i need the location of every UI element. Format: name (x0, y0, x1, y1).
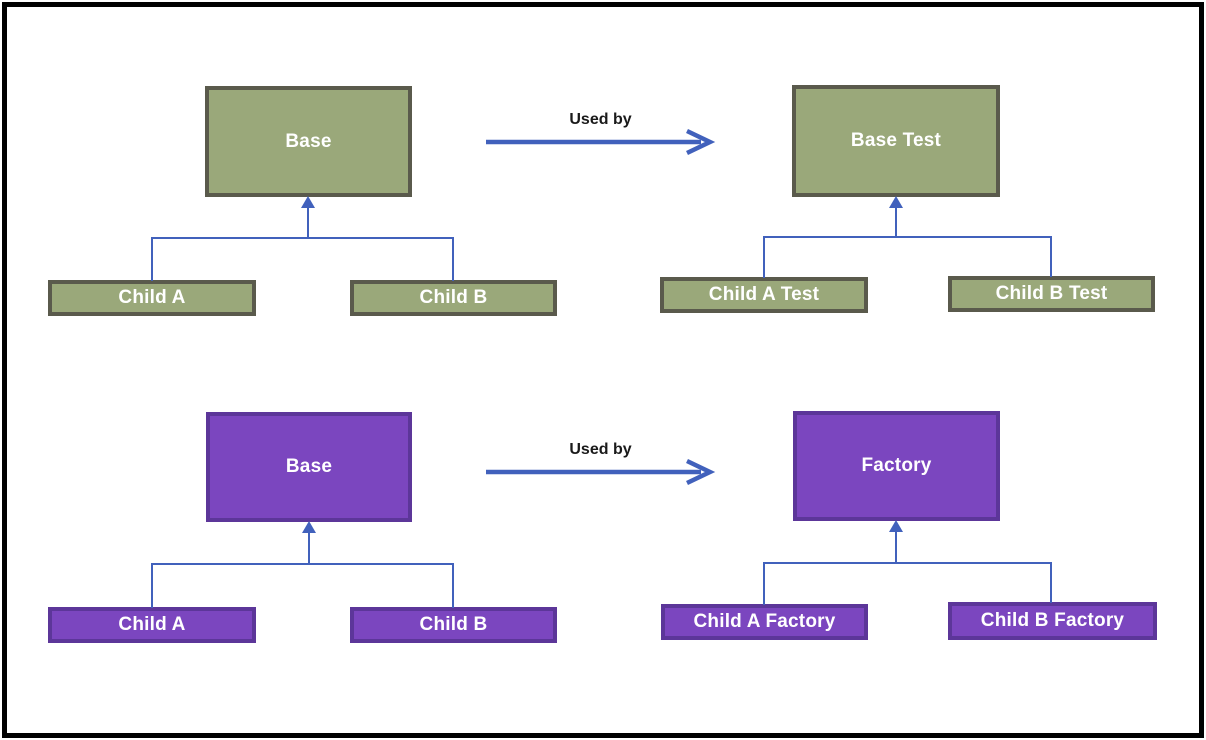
connector-line (151, 563, 153, 608)
node-child-b-purple: Child B (350, 607, 557, 643)
connector-line (452, 237, 454, 281)
relation-label: Used by (569, 111, 632, 128)
connector-line (763, 236, 1052, 238)
connector-line (452, 563, 454, 608)
node-child-a-purple: Child A (48, 607, 256, 643)
arrowhead-up-icon (302, 521, 316, 533)
used-by-arrow-icon (486, 458, 716, 486)
connector-line (151, 237, 153, 281)
connector-line (1050, 236, 1052, 277)
node-child-b-green: Child B (350, 280, 557, 316)
inheritance-arrow-line (895, 530, 897, 564)
connector-line (763, 562, 1052, 564)
arrowhead-up-icon (889, 196, 903, 208)
connector-line (1050, 562, 1052, 603)
node-base-green: Base (205, 86, 412, 197)
inheritance-arrow-line (895, 206, 897, 238)
node-base-purple: Base (206, 412, 412, 522)
arrowhead-up-icon (889, 520, 903, 532)
relation-label: Used by (569, 441, 632, 458)
node-child-a-factory: Child A Factory (661, 604, 868, 640)
connector-line (151, 563, 454, 565)
node-child-b-test: Child B Test (948, 276, 1155, 312)
inheritance-arrow-line (308, 531, 310, 565)
node-base-test: Base Test (792, 85, 1000, 197)
connector-line (763, 236, 765, 278)
node-factory: Factory (793, 411, 1000, 521)
inheritance-arrow-line (307, 206, 309, 239)
arrowhead-up-icon (301, 196, 315, 208)
connector-line (151, 237, 454, 239)
connector-line (763, 562, 765, 605)
node-child-a-test: Child A Test (660, 277, 868, 313)
node-child-b-factory: Child B Factory (948, 602, 1157, 640)
used-by-arrow-icon (486, 128, 716, 156)
node-child-a-green: Child A (48, 280, 256, 316)
